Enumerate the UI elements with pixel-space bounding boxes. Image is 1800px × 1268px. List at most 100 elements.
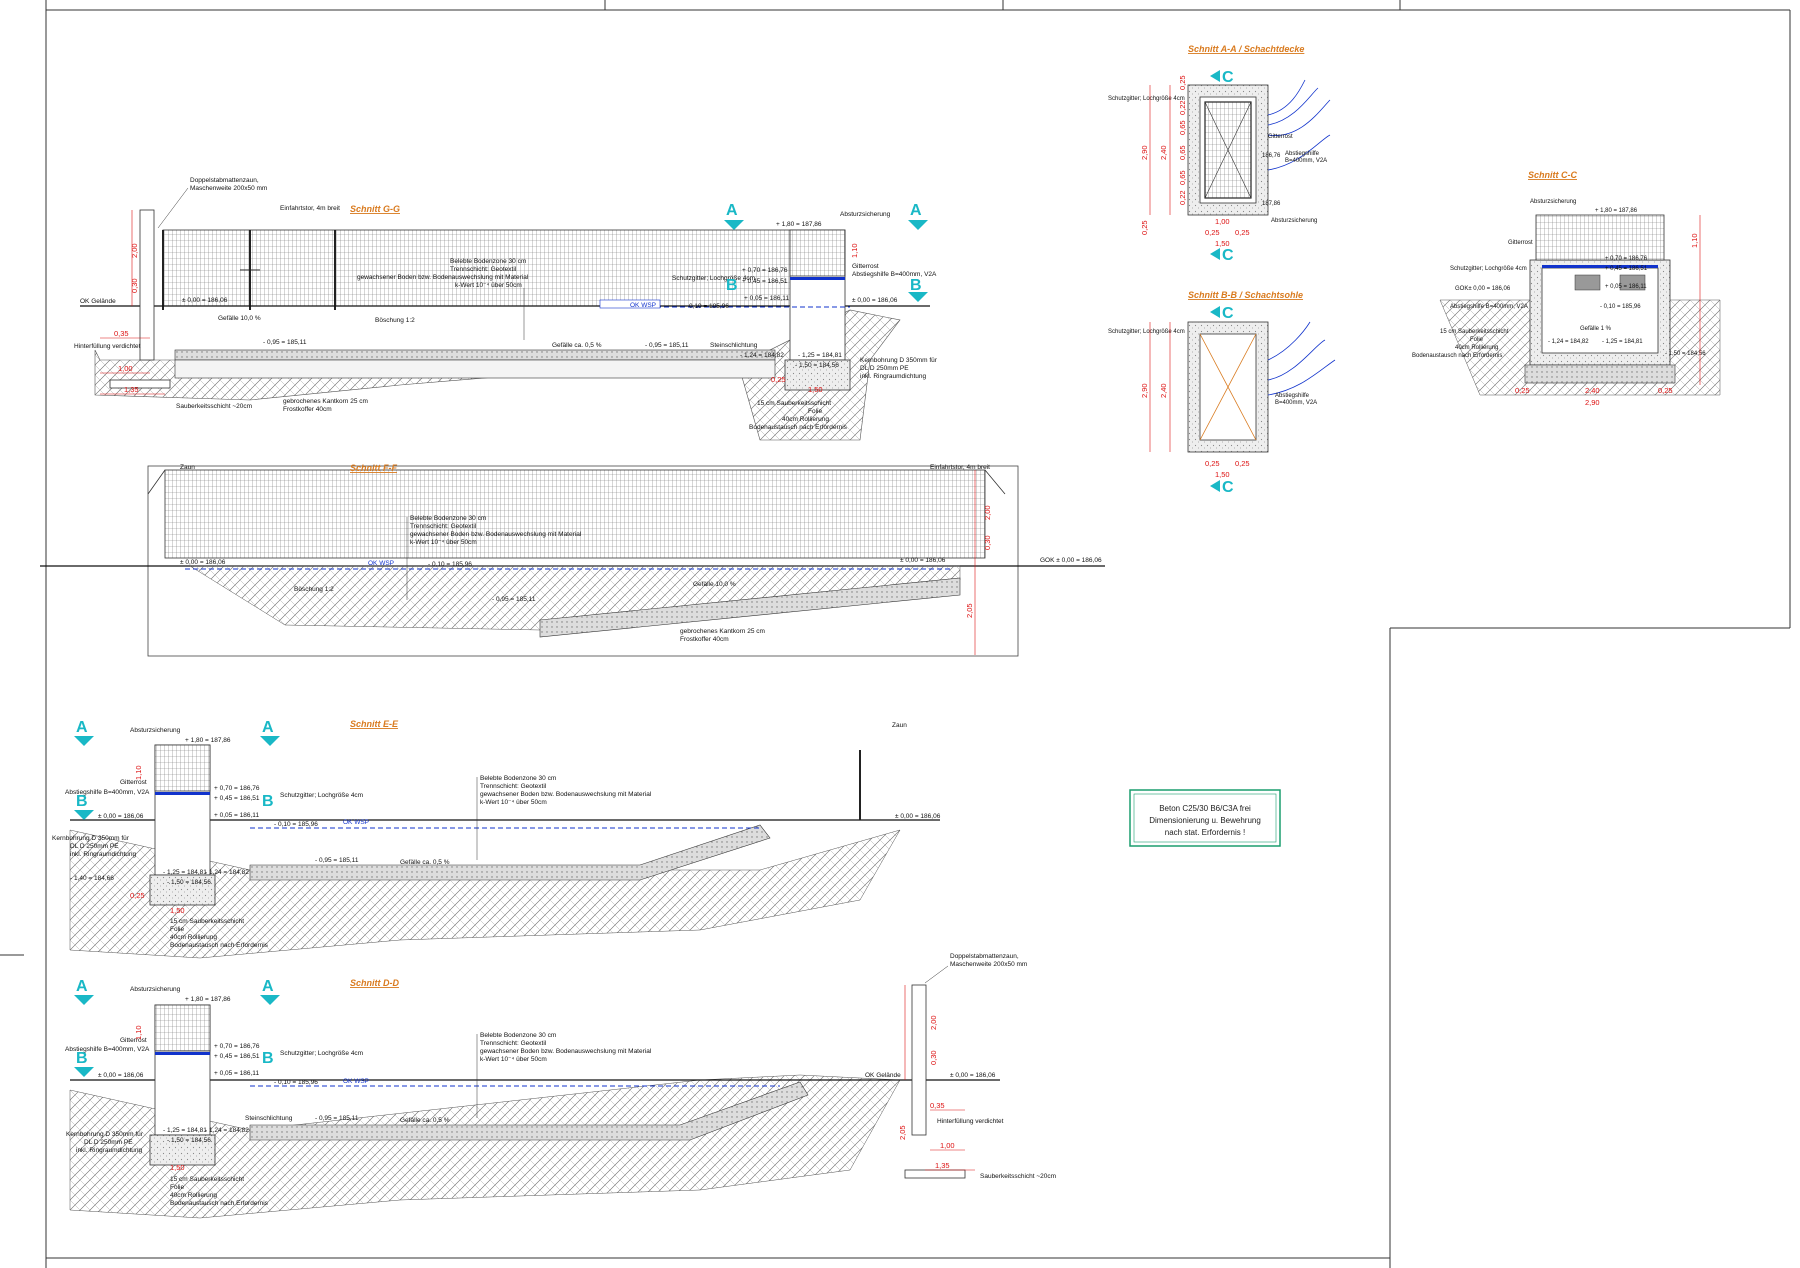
concrete-note: Beton C25/30 B6/C3A frei Dimensionierung… [1129,789,1281,847]
ff-boeschung: Böschung 1:2 [294,586,334,593]
ff-gok: GOK ± 0,00 = 186,06 [1040,557,1102,564]
marker-b-1: B [726,277,738,294]
ee-absturz: Absturzsicherung [130,727,181,734]
ff-level010: - 0,10 = 185,96 [428,561,472,568]
dim-200: 2,00 [130,243,139,258]
dd-layer4: Bodenaustausch nach Erfordernis [170,1200,269,1207]
section-f-f-title: Schnitt F-F [350,463,397,473]
ee-lvl125: - 1,25 = 184,81 [163,869,207,876]
dd-dim-100: 1,00 [940,1141,955,1150]
cc-schutzgitter: Schutzgitter; Lochgröße 4cm [1450,266,1527,272]
dd-level010: - 0,10 = 185,96 [274,1079,318,1086]
ff-zaun: Zaun [180,464,195,471]
dd-abstieg: Abstiegshilfe B=400mm, V2A [65,1046,150,1053]
note-line-3: nach stat. Erfordernis ! [1165,828,1245,837]
dd-steinschlichtung: Steinschlichtung [245,1115,293,1122]
cc-dim-240: 2,40 [1585,386,1600,395]
section-g-g: Schnitt G-G Doppelstabmattenzaun, Masche… [74,177,938,441]
ok-wsp: OK WSP [630,302,656,309]
soil-2: Trennschicht: Geotextil [450,266,517,273]
frost-layer [174,359,776,379]
kern-2: DL D 250mm PE [860,365,909,372]
aa-dim-100: 1,00 [1215,217,1230,226]
ee-ok-wsp: OK WSP [343,819,369,826]
lvl-150: - 1,50 = 184,56 [795,362,839,369]
kantkorn-layer [174,349,776,361]
layer-2: Folie [808,408,822,415]
dd-lvl070: + 0,70 = 186,76 [214,1043,260,1050]
kantkorn-2: Frostkoffer 40cm [283,406,332,413]
ff-soil1: Belebte Bodenzone 30 cm [410,515,486,522]
dd-dim-035: 0,35 [930,1101,945,1110]
section-f-f: Schnitt F-F Zaun Einfahrtstor, 4m breit … [40,463,1105,657]
ee-marker-b-2: B [262,793,274,810]
ee-lvl150: - 1,50 = 184,56 [167,879,211,886]
boeschung: Böschung 1:2 [375,317,415,324]
level-095: - 0,95 = 185,11 [263,339,307,346]
lvl-125: - 1,25 = 184,81 [798,352,842,359]
level-0-b: ± 0,00 = 186,06 [852,297,898,304]
ee-abstieg: Abstiegshilfe B=400mm, V2A [65,789,150,796]
ee-level0: ± 0,00 = 186,06 [895,813,941,820]
layer-4: Bodenaustausch nach Erfordernis [749,424,848,431]
gefaelle-05: Gefälle ca. 0,5 % [552,342,602,349]
aa-dim-025h1: 0,25 [1205,228,1220,237]
bb-marker-c-2: C [1222,479,1234,496]
cc-layer3: 40cm Rollierung [1455,345,1498,351]
ee-dim-025: 0,25 [130,891,145,900]
ff-slope10: Gefälle 10,0 % [693,581,736,588]
kantkorn-1: gebrochenes Kantkorn 25 cm [283,398,368,405]
ee-dim-150: 1,50 [170,906,185,915]
absturz: Absturzsicherung [840,211,891,218]
bb-marker-c-1: C [1222,305,1234,322]
ee-level095: - 0,95 = 185,11 [315,857,359,864]
ff-level0-b: ± 0,00 = 186,06 [900,557,946,564]
aa-schutzgitter: Schutzgitter; Lochgröße 4cm [1108,96,1185,102]
dd-fence-label: Doppelstabmattenzaun, [950,953,1019,960]
ee-marker-b-1: B [76,793,88,810]
note-line-1: Beton C25/30 B6/C3A frei [1159,804,1251,813]
bb-dim-025h2: 0,25 [1235,459,1250,468]
fence-label: Doppelstabmattenzaun, [190,177,259,184]
bb-abstieg1: Abstiegshilfe [1275,393,1310,399]
dd-marker-a-2: A [262,978,274,995]
level-010: - 0,10 = 185,96 [685,303,729,310]
kern-1: Kernbohrung D 350mm für [860,357,938,364]
dd-ok-gelaende: OK Gelände [865,1072,901,1079]
ee-soil3: gewachsener Boden bzw. Bodenauswechslung… [480,791,652,798]
sauberkeit: Sauberkeitsschicht ~20cm [176,403,252,410]
ff-dim-205: 2,05 [965,603,974,618]
dd-layer3: 40cm Rollierung [170,1192,217,1199]
cc-layer1: 15 cm Sauberkeitsschicht [1440,329,1509,335]
ff-level0: ± 0,00 = 186,06 [180,559,226,566]
dd-marker-b-1: B [76,1050,88,1067]
aa-marker-c-2: C [1222,247,1234,264]
dd-level0: ± 0,00 = 186,06 [950,1072,996,1079]
dd-level095: - 0,95 = 185,11 [315,1115,359,1122]
ee-level010: - 0,10 = 185,96 [274,821,318,828]
cc-lvl070: + 0,70 = 186,76 [1605,256,1648,262]
ff-soil2: Trennschicht: Geotextil [410,523,477,530]
bb-dim-290: 2,90 [1140,383,1149,398]
section-d-d: Schnitt D-D Doppelstabmattenzaun, Masche… [65,953,1056,1219]
ff-soil3: gewachsener Boden bzw. Bodenauswechslung… [410,531,582,538]
cc-absturz: Absturzsicherung [1530,199,1576,205]
dd-lvl045: + 0,45 = 186,51 [214,1053,260,1060]
marker-a-1: A [726,202,738,219]
section-c-c-title: Schnitt C-C [1528,170,1577,180]
ff-kantkorn2: Frostkoffer 40cm [680,636,729,643]
level-095-b: - 0,95 = 185,11 [645,342,689,349]
fence-panel [162,229,794,307]
ee-level0-b: ± 0,00 = 186,06 [98,813,144,820]
soil-4: k-Wert 10⁻⁴ über 50cm [455,282,522,289]
section-e-e: Schnitt E-E Zaun ± 0,00 = 186,06 ± 0,00 … [52,719,941,959]
cc-lvl124: - 1,24 = 184,82 [1548,339,1589,345]
schutzgitter: Schutzgitter; Lochgröße 4cm [672,275,755,282]
lvl-045: + 0,45 = 186,51 [742,278,788,285]
aa-dim-025h2: 0,25 [1235,228,1250,237]
cc-abstieg: Abstiegshilfe B=400mm, V2A [1450,304,1528,310]
aa-absturz: Absturzsicherung [1271,218,1317,224]
aa-dim-022b: 0,22 [1178,190,1187,205]
